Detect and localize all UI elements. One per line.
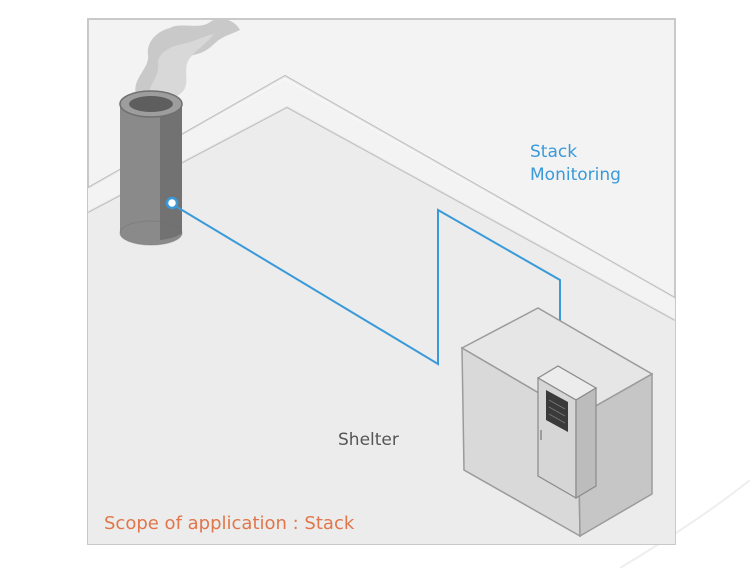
chimney-stack-icon — [119, 90, 183, 246]
analyzer-cabinet-icon — [536, 365, 598, 500]
stack-monitoring-label: Stack Monitoring — [530, 141, 621, 187]
sample-probe-icon — [165, 196, 179, 210]
stack-monitoring-label-line2: Monitoring — [530, 165, 621, 185]
sample-line — [171, 203, 561, 366]
smoke-plume-icon — [135, 18, 240, 105]
scope-label: Scope of application : Stack — [104, 513, 355, 534]
stack-monitoring-label-line1: Stack — [530, 142, 578, 162]
shelter-label: Shelter — [338, 430, 399, 450]
background-curve — [619, 479, 750, 569]
